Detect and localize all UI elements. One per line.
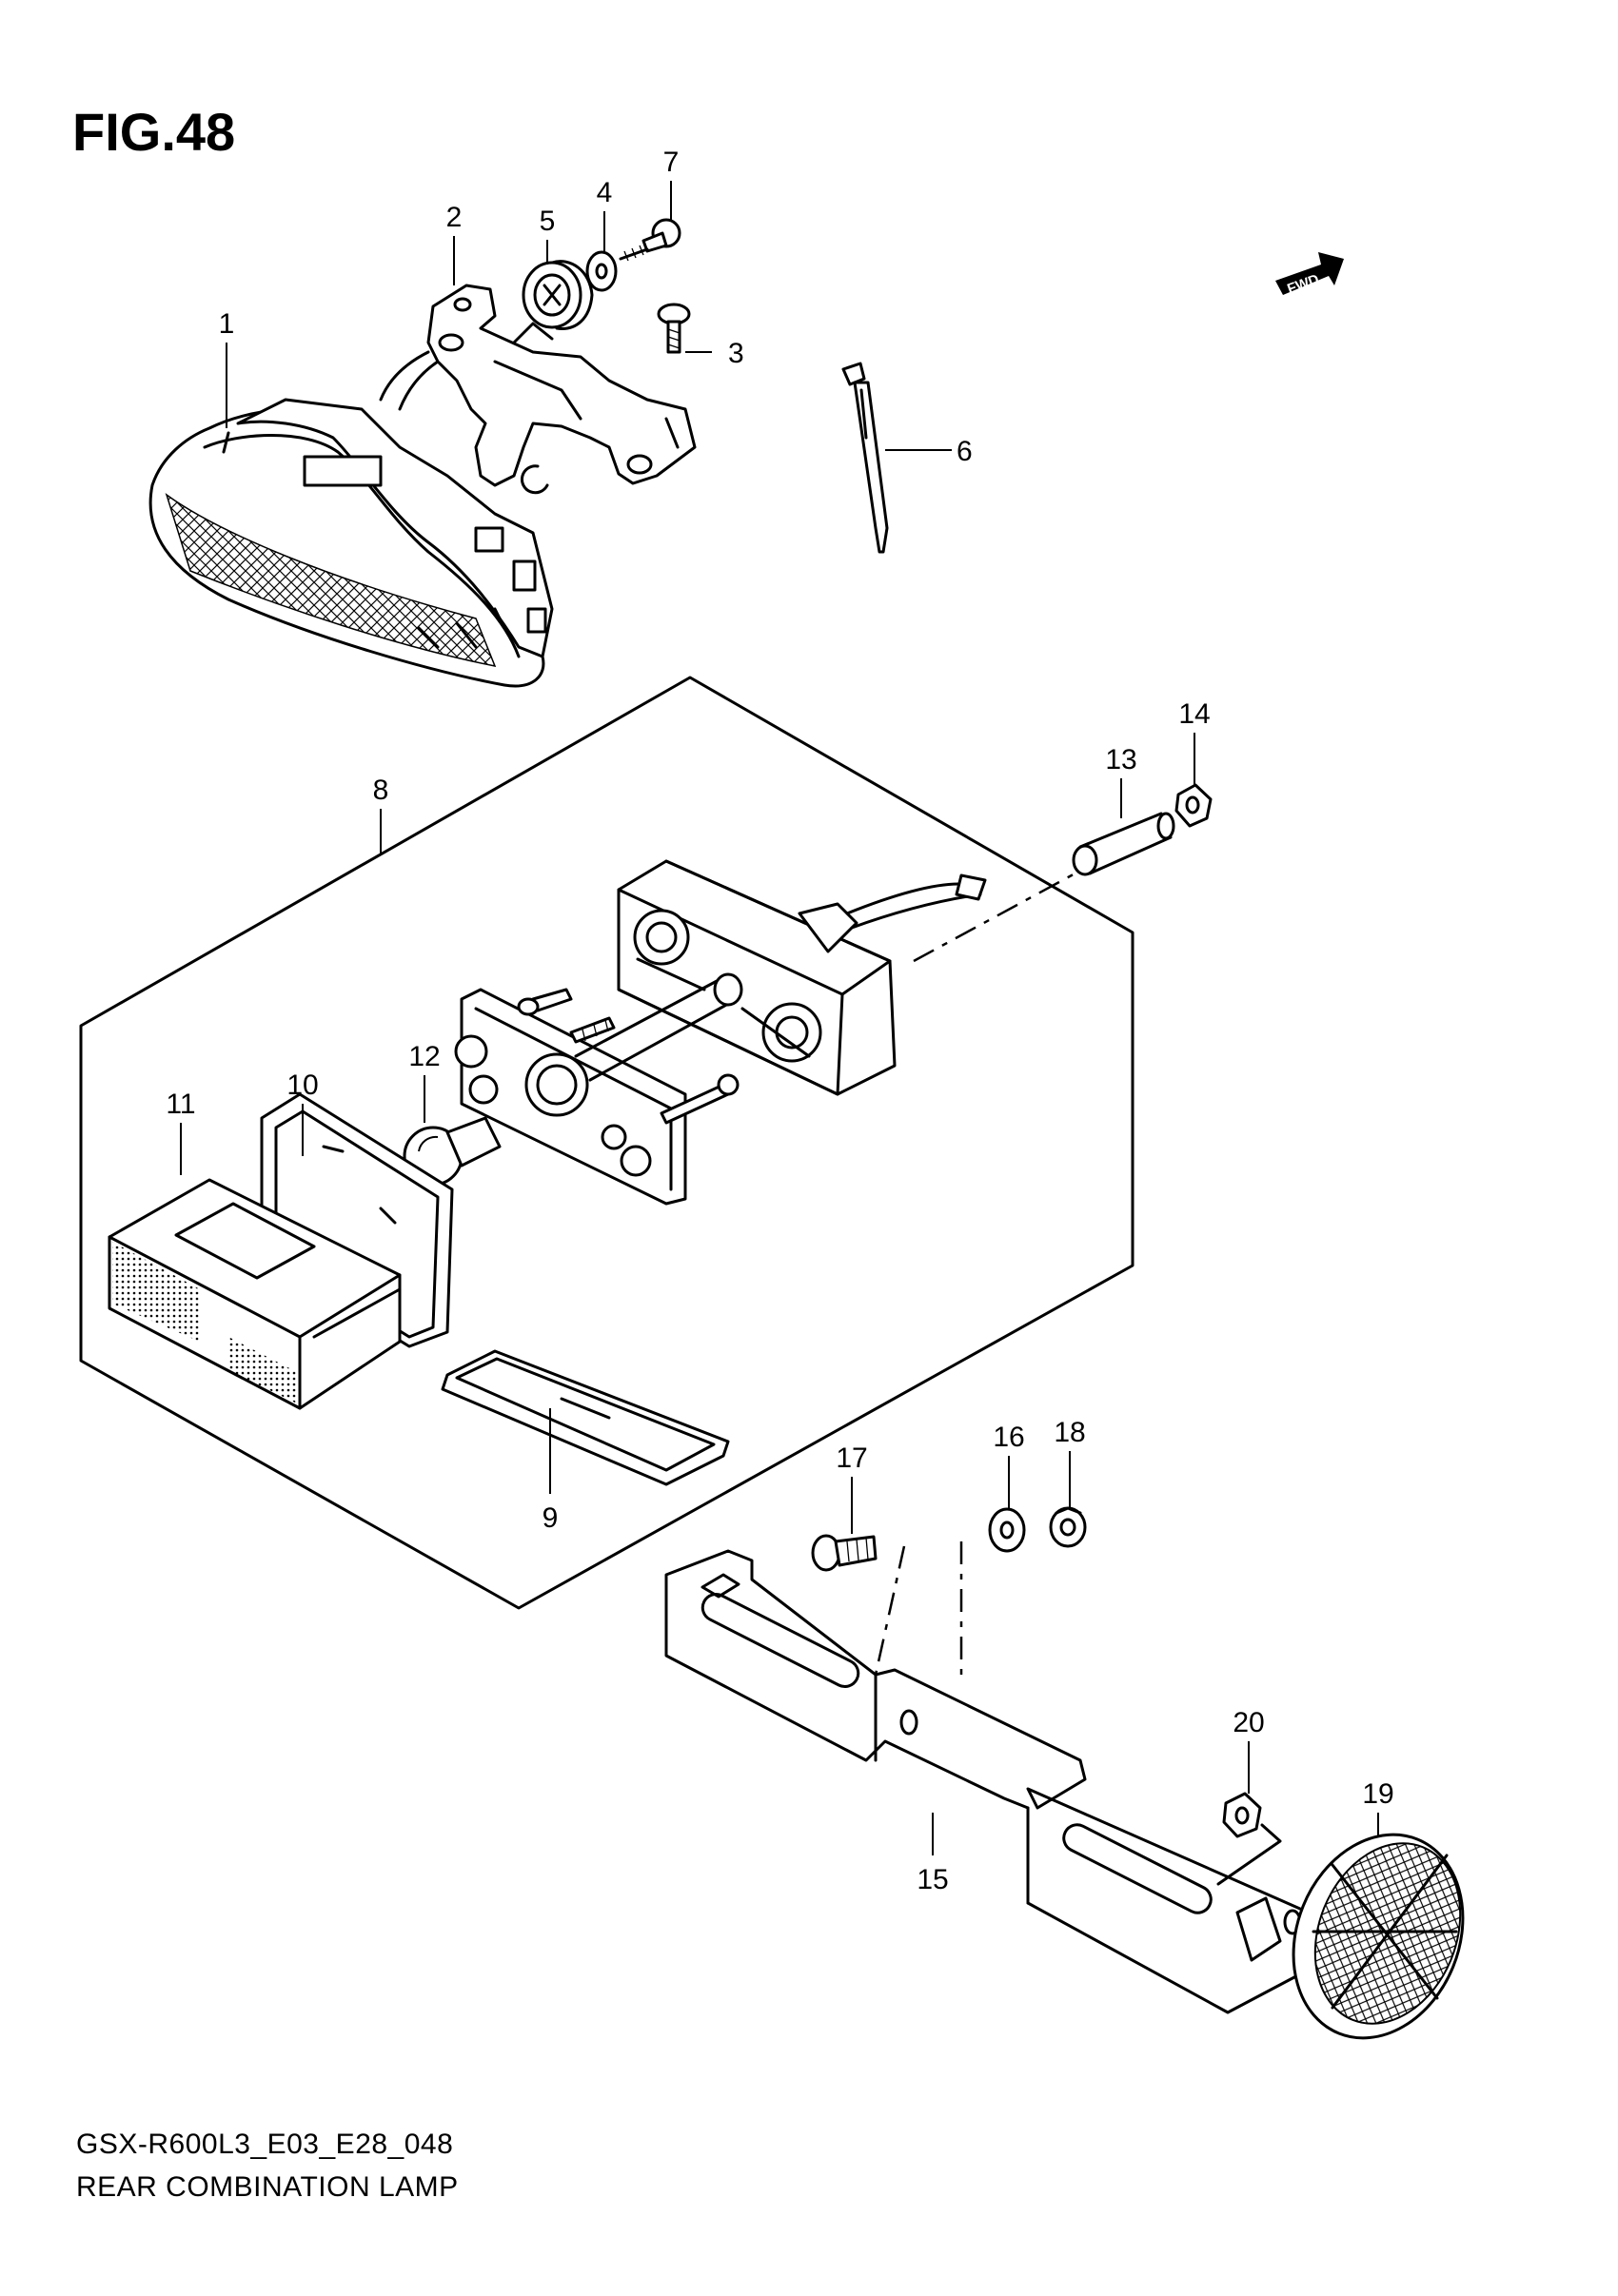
- callout-17: 17: [836, 1442, 867, 1474]
- callout-19: 19: [1362, 1778, 1393, 1810]
- part-cable-tie: [841, 362, 889, 554]
- part-washer-16: [959, 1507, 1026, 1679]
- fwd-label: FWD: [1285, 271, 1321, 298]
- callout-leaders: [180, 181, 1379, 1855]
- part-license-bracket: [664, 1549, 1320, 2014]
- callout-14: 14: [1178, 698, 1210, 730]
- callout-labels: 1 2 3 4 5 6 7 8 9 10 11 12 13 14 15 16 1…: [166, 147, 1393, 1895]
- part-screw-3: [657, 303, 691, 354]
- callout-6: 6: [957, 436, 973, 467]
- part-plate: [441, 1349, 730, 1486]
- part-lamp-housing: [617, 859, 987, 1096]
- part-screw-7: [619, 218, 681, 262]
- callout-5: 5: [540, 206, 556, 237]
- callout-16: 16: [993, 1422, 1024, 1453]
- part-lamp-socket: [454, 972, 743, 1206]
- part-nut-14: [1174, 783, 1213, 828]
- callout-20: 20: [1233, 1707, 1264, 1738]
- part-assembly-outline: [79, 676, 1135, 1610]
- callout-2: 2: [446, 202, 463, 233]
- part-tail-lamp: [148, 350, 554, 688]
- fwd-arrow-icon: FWD: [1275, 252, 1344, 298]
- callout-11: 11: [166, 1089, 195, 1120]
- part-reflector: [1292, 1833, 1465, 2040]
- callout-1: 1: [219, 308, 235, 340]
- alignment-line: [913, 869, 1081, 963]
- callout-4: 4: [597, 177, 613, 208]
- callout-13: 13: [1105, 744, 1136, 775]
- diagram-name: REAR COMBINATION LAMP: [76, 2171, 459, 2203]
- part-lens: [108, 1178, 402, 1410]
- part-grommet: [522, 260, 594, 330]
- callout-8: 8: [373, 775, 389, 806]
- callout-3: 3: [728, 338, 744, 369]
- callout-18: 18: [1054, 1417, 1085, 1448]
- part-nut-20: [1216, 1792, 1282, 1886]
- part-nut-18: [1049, 1506, 1087, 1548]
- figure-title: FIG.48: [72, 102, 235, 162]
- callout-15: 15: [917, 1864, 948, 1895]
- callout-10: 10: [286, 1070, 318, 1101]
- diagram-code: GSX-R600L3_E03_E28_048: [76, 2129, 453, 2160]
- part-bracket: [426, 284, 697, 495]
- part-washer: [585, 250, 618, 292]
- part-bolt-17: [811, 1534, 906, 1676]
- callout-7: 7: [663, 147, 680, 178]
- part-spacer: [1072, 812, 1175, 876]
- callout-9: 9: [543, 1502, 559, 1534]
- callout-12: 12: [408, 1041, 440, 1072]
